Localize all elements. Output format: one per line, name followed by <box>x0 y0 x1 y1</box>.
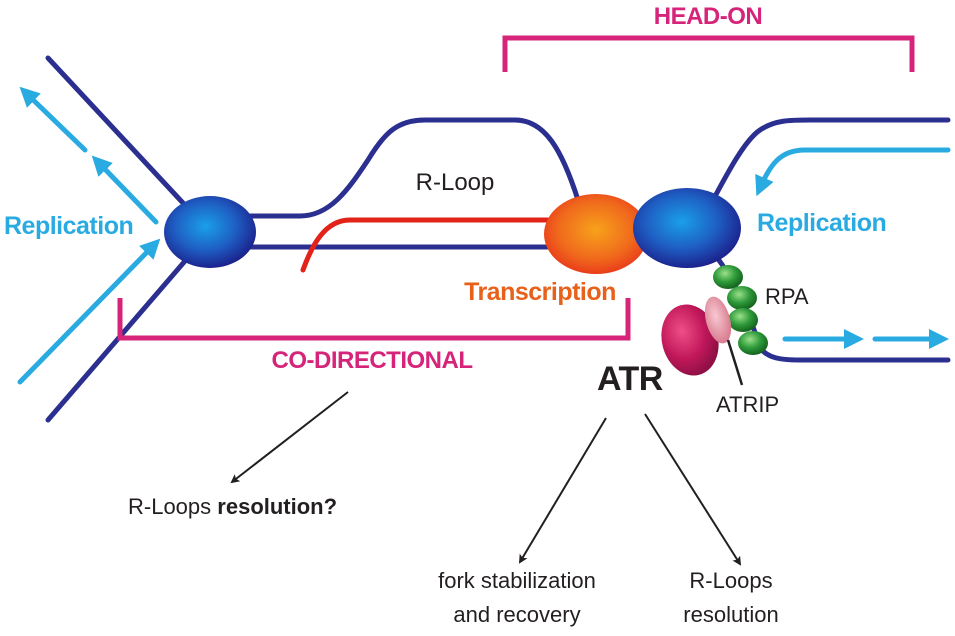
outcome-mid-line1: fork stabilization <box>438 568 596 593</box>
rpa-label: RPA <box>765 284 809 309</box>
atrip-pointer <box>726 339 744 386</box>
outcome-left-bold: resolution? <box>217 494 337 519</box>
replication-label-left: Replication <box>4 212 133 240</box>
rna-strand <box>300 217 563 273</box>
rpa-bead <box>727 286 757 310</box>
dna-right-upper-strand <box>709 117 951 205</box>
rpa-bead <box>728 308 758 332</box>
head-on-bracket <box>502 35 915 72</box>
rpa-chain <box>713 265 768 355</box>
dna-left-lower-arm <box>45 229 213 423</box>
atr-label: ATR <box>597 360 663 398</box>
arrow-to-fork-stabilization <box>518 417 607 564</box>
outcome-right-line2: resolution <box>683 602 778 627</box>
transcription-label: Transcription <box>464 278 616 306</box>
arrow-left-up-2 <box>91 155 159 225</box>
arrow-left-up-1 <box>19 86 88 153</box>
outcome-arrows <box>230 391 742 566</box>
arrow-to-r-loops-resolution <box>644 413 742 566</box>
outcome-left-normal: R-Loops <box>128 494 217 519</box>
outcome-left: R-Loops resolution? <box>128 494 337 519</box>
atr-protein <box>661 304 719 376</box>
co-directional-label: CO-DIRECTIONAL <box>272 347 473 374</box>
replisome-right <box>633 188 741 268</box>
replication-label-right: Replication <box>757 209 886 237</box>
atrip-protein <box>704 296 732 344</box>
replication-arrows-right <box>755 147 951 349</box>
rpa-bead <box>713 265 743 289</box>
rpa-bead <box>738 331 768 355</box>
replisome-left <box>164 196 256 268</box>
outcome-mid-line2: and recovery <box>453 602 580 627</box>
co-directional-bracket <box>117 298 631 341</box>
transcription-complex <box>544 194 648 274</box>
atrip-label: ATRIP <box>716 392 779 417</box>
arrow-left-down <box>17 238 161 385</box>
arrow-to-left-outcome <box>230 391 349 484</box>
replication-arrows-left <box>17 86 161 385</box>
outcome-right-line1: R-Loops <box>689 568 772 593</box>
arrow-right-incoming <box>755 147 951 197</box>
head-on-label: HEAD-ON <box>654 3 763 30</box>
dna-upper-strand <box>207 117 581 219</box>
r-loop-label: R-Loop <box>416 169 495 196</box>
